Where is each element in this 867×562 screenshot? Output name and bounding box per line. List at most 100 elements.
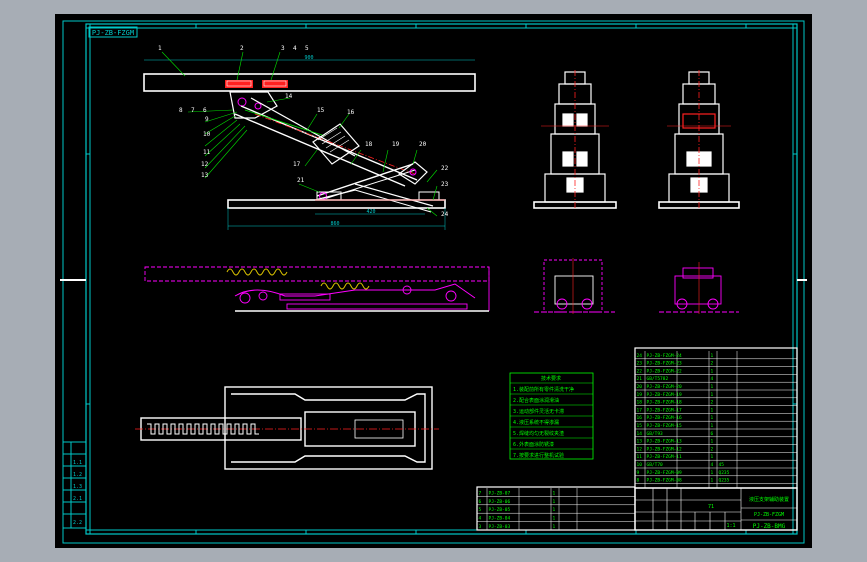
parts-list-cell: PJ-ZB-FZGM-15 xyxy=(647,423,683,429)
part-number: 19 xyxy=(392,141,400,148)
part-number: 17 xyxy=(293,161,301,168)
drawing-title: 液压支架辅助装置 xyxy=(749,496,789,503)
parts-list-cell: 4 xyxy=(711,462,714,468)
left-margin-table xyxy=(62,441,87,529)
folded-end-view-left xyxy=(534,258,615,314)
part-number: 13 xyxy=(201,172,209,179)
parts-list-cell: 10 xyxy=(637,462,643,468)
parts-list-cell: 1 xyxy=(711,439,714,445)
top-beam xyxy=(143,73,476,92)
parts-list-cell: 1 xyxy=(711,454,714,460)
parts-list-cell: 4 xyxy=(711,376,714,382)
parts-list-cell: 24 xyxy=(637,353,643,359)
parts-list-cell: Q235 xyxy=(719,470,730,476)
part-number: 5 xyxy=(305,45,309,52)
folded-state-view xyxy=(144,266,490,312)
parts-list-cell: 22 xyxy=(637,368,643,374)
parts-list-cell: PJ-ZB-FZGM-12 xyxy=(647,446,683,452)
parts-list-cell: PJ-ZB-FZGM-24 xyxy=(647,353,683,359)
margin-label: 1.1 xyxy=(73,460,82,466)
parts-list-cell: 1 xyxy=(711,392,714,398)
part-number: 11 xyxy=(203,149,211,156)
parts-list-cell: 23 xyxy=(637,361,643,367)
parts-list-cell: 12 xyxy=(637,446,643,452)
hinge-head xyxy=(229,91,278,119)
left-margin-labels: 1.1 1.2 1.3 2.1 2.2 xyxy=(73,460,82,526)
tech-requirements-panel: 技术要求 1.装配前所有零件清洗干净 2.配合表面涂润滑油 3.运动部件灵活无卡… xyxy=(509,372,594,460)
part-number: 6 xyxy=(203,107,207,114)
cad-drawing-canvas: PJ-ZB-FZGM 1.1 1.2 1.3 2.1 2.2 900 xyxy=(60,20,807,544)
plan-view-teeth xyxy=(147,423,259,435)
lower-parts-cell: PJ-ZB-05 xyxy=(489,507,511,513)
parts-list-cell: 14 xyxy=(637,431,643,437)
part-number: 15 xyxy=(317,107,325,114)
part-number: 22 xyxy=(441,165,449,172)
sheet-border xyxy=(60,20,807,544)
lower-parts-cell: 6 xyxy=(479,499,482,505)
drawing-number: PJ-ZB-FZGM xyxy=(754,512,784,518)
part-number: 1 xyxy=(158,45,162,52)
tech-requirement-line: 1.装配前所有零件清洗干净 xyxy=(513,386,574,393)
lower-parts-cell: 1 xyxy=(553,507,556,513)
part-number: 18 xyxy=(365,141,373,148)
parts-list-cell: PJ-ZB-FZGM-22 xyxy=(647,368,683,374)
parts-list-cell: PJ-ZB-FZGM-20 xyxy=(647,384,683,390)
part-number: 8 xyxy=(179,107,183,114)
parts-list-cell: 1 xyxy=(711,407,714,413)
parts-list-cell: 20 xyxy=(637,384,643,390)
parts-list-cell: 1 xyxy=(711,368,714,374)
overall-dimension-value: 860 xyxy=(330,221,339,227)
parts-list-cell: 11 xyxy=(637,454,643,460)
part-number: 20 xyxy=(419,141,427,148)
parts-list-cell: 1 xyxy=(711,478,714,484)
span-dimension-value: 420 xyxy=(366,209,375,215)
parts-list-cell: 15 xyxy=(637,423,643,429)
parts-list-cell: PJ-ZB-FZGM-23 xyxy=(647,361,683,367)
parts-list-cell: 2 xyxy=(711,400,714,406)
parts-list-cell: 1 xyxy=(711,415,714,421)
parts-list-cell: 21 xyxy=(637,376,643,382)
part-number: 23 xyxy=(441,181,449,188)
margin-label: 2.1 xyxy=(73,496,82,502)
parts-list-cell: 1 xyxy=(711,470,714,476)
parts-list-cell: GB/T5782 xyxy=(647,376,669,382)
tech-requirement-line: 6.外表面涂防锈漆 xyxy=(513,441,554,448)
part-number: 21 xyxy=(297,177,305,184)
parts-list-cell: GB/T93 xyxy=(647,431,664,437)
parts-list-cell: 1 xyxy=(711,353,714,359)
part-number: 4 xyxy=(293,45,297,52)
parts-list-cell: 16 xyxy=(637,415,643,421)
tech-requirement-line: 2.配合表面涂润滑油 xyxy=(513,397,559,404)
part-number: 9 xyxy=(205,116,209,123)
clamp-block-left xyxy=(225,80,253,88)
tech-requirement-line: 4.液压系统不得渗漏 xyxy=(513,419,559,426)
drawing-code-box: PJ-ZB-FZGM xyxy=(88,26,138,38)
lower-parts-cell: 7 xyxy=(479,490,482,496)
part-number-labels: 1 2 3 4 5 6 7 8 9 10 11 12 13 14 15 16 1… xyxy=(158,45,449,218)
main-elevation-view: 900 xyxy=(143,55,476,230)
lower-parts-cell: PJ-ZB-03 xyxy=(489,524,511,530)
title-block: 液压支架辅助装置 PJ-ZB-FZGM PJ-ZB-BMG 71 1:1 xyxy=(634,487,798,531)
folded-spring xyxy=(226,268,370,290)
hydraulic-cylinder-box xyxy=(312,123,360,165)
parts-list-cell: 13 xyxy=(637,439,643,445)
margin-label: 1.2 xyxy=(73,472,82,478)
tech-requirement-line: 3.运动部件灵活无卡滞 xyxy=(513,408,564,415)
clamp-block-right xyxy=(262,80,288,88)
tech-requirements-title: 技术要求 xyxy=(541,375,561,382)
lower-parts-cell: 3 xyxy=(479,524,482,530)
lower-parts-cell: 1 xyxy=(553,524,556,530)
part-number: 14 xyxy=(285,93,293,100)
parts-list-cell: PJ-ZB-FZGM-09 xyxy=(647,470,683,476)
parts-list-cell: PJ-ZB-FZGM-17 xyxy=(647,407,683,413)
scale-value: 1:1 xyxy=(726,523,735,529)
lower-parts-cell: PJ-ZB-04 xyxy=(489,516,511,522)
part-number: 10 xyxy=(203,131,211,138)
part-number: 12 xyxy=(201,161,209,168)
margin-label: 1.3 xyxy=(73,484,82,490)
parts-list-cell: 19 xyxy=(637,392,643,398)
unit-cell: 71 xyxy=(708,504,714,510)
part-number: 24 xyxy=(441,211,449,218)
